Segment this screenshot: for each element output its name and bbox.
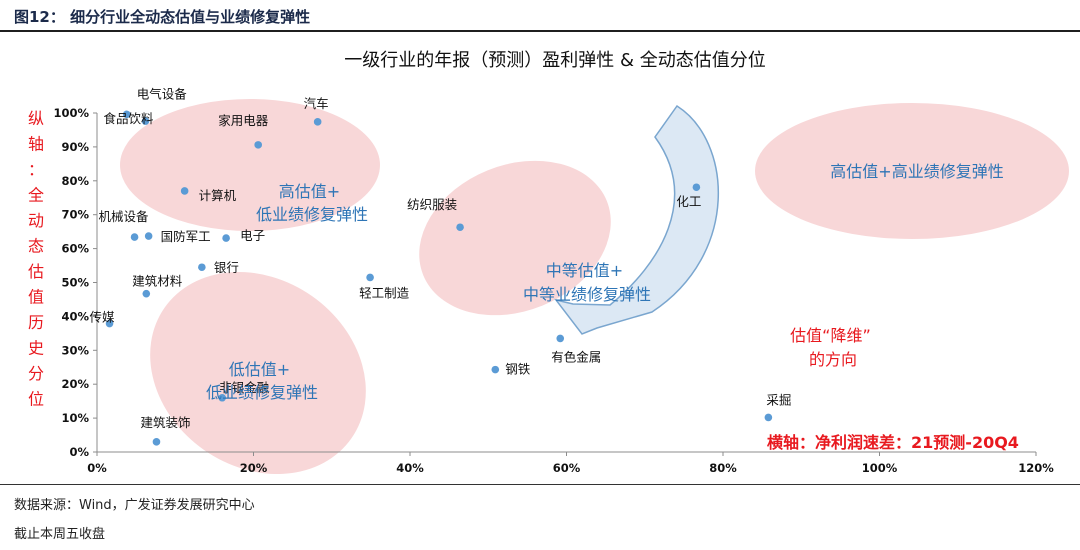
data-point	[130, 233, 139, 241]
x-axis-caption: 横轴：净利润速差：21预测-20Q4	[767, 433, 1019, 452]
data-point	[180, 187, 189, 195]
point-label: 食品饮料	[104, 111, 155, 126]
data-point	[254, 141, 262, 149]
high-elasticity-zone	[755, 103, 1069, 239]
y-tick-label: 30%	[61, 343, 89, 357]
point-label: 纺织服装	[407, 197, 457, 212]
data-point	[152, 438, 161, 446]
bottom-rule	[0, 484, 1080, 485]
source-note: 数据来源：Wind，广发证券发展研究中心	[14, 498, 255, 513]
point-label: 轻工制造	[359, 285, 410, 300]
low-valuation-zone	[150, 271, 366, 474]
point-label: 国防军工	[161, 229, 211, 244]
scatter-chart: 一级行业的年报（预测）盈利弹性 & 全动态估值分位 0% 20% 40% 60% 80%…	[28, 50, 1069, 474]
data-point	[144, 232, 153, 240]
point-label: 建筑装饰	[140, 415, 190, 430]
direction-note: 估值“降维” 的方向	[790, 326, 876, 369]
data-point	[456, 223, 464, 232]
point-label: 化工	[676, 194, 701, 209]
point-label: 汽车	[304, 96, 329, 111]
figure-header: 图12： 细分行业全动态估值与业绩修复弹性	[0, 0, 1080, 32]
y-tick-label: 10%	[61, 411, 89, 425]
data-point	[556, 334, 565, 343]
y-tick-label: 20%	[61, 377, 89, 391]
y-tick-label: 100%	[53, 106, 89, 120]
point-label: 非银金融	[219, 380, 270, 395]
low-zone-label: 低估值+ 低业绩修复弹性	[206, 360, 318, 402]
point-label: 计算机	[199, 188, 237, 203]
x-tick-label: 100%	[862, 461, 898, 474]
data-point	[218, 393, 226, 402]
data-point	[313, 118, 322, 126]
high-valuation-zone	[120, 99, 380, 231]
x-tick-label: 80%	[709, 461, 737, 474]
figure-title: 图12： 细分行业全动态估值与业绩修复弹性	[14, 8, 311, 26]
point-label: 家用电器	[218, 113, 269, 128]
y-tick-label: 70%	[61, 208, 89, 222]
chart-title: 一级行业的年报（预测）盈利弹性 & 全动态估值分位	[344, 50, 765, 71]
y-tick-label: 40%	[61, 309, 89, 323]
mid-zone-label: 中等估值+ 中等业绩修复弹性	[523, 261, 651, 304]
x-tick-label: 20%	[240, 461, 268, 474]
y-tick-label: 90%	[61, 140, 89, 154]
x-tick-label: 120%	[1018, 461, 1054, 474]
point-label: 传媒	[90, 310, 116, 325]
cutoff-note: 截止本周五收盘	[14, 527, 106, 542]
high-zone-label: 高估值+ 低业绩修复弹性	[256, 182, 368, 224]
point-label: 建筑材料	[132, 274, 183, 289]
data-point	[141, 117, 150, 125]
downgrade-direction-arrow	[554, 104, 720, 335]
point-label: 银行	[214, 260, 239, 275]
data-point	[764, 413, 773, 422]
y-tick-label: 60%	[61, 242, 89, 256]
data-point	[142, 289, 151, 298]
data-point	[122, 110, 131, 119]
axes: 0% 20% 40% 60% 80% 100% 120% 0% 10% 20% 30% 40% 50% 6…	[53, 106, 1054, 474]
mid-valuation-zone	[419, 160, 611, 316]
y-axis-caption: 纵轴：全动态估值历史分位	[28, 109, 44, 409]
y-tick-label: 0%	[69, 445, 89, 459]
data-point	[491, 365, 500, 374]
point-label: 采掘	[766, 392, 791, 407]
point-label: 机械设备	[99, 209, 150, 224]
x-tick-label: 0%	[87, 461, 107, 474]
x-tick-label: 40%	[396, 461, 424, 474]
point-label: 电子	[240, 228, 265, 243]
data-point	[198, 263, 206, 272]
y-tick-label: 80%	[61, 174, 89, 188]
point-label: 有色金属	[551, 349, 601, 364]
data-point	[105, 319, 114, 328]
data-point	[366, 273, 374, 282]
x-tick-label: 60%	[553, 461, 581, 474]
point-label: 电气设备	[137, 86, 188, 101]
data-point	[222, 234, 230, 242]
top-right-zone-label: 高估值+高业绩修复弹性	[830, 162, 1003, 181]
y-tick-label: 50%	[61, 276, 89, 290]
point-label: 钢铁	[505, 362, 531, 377]
data-point	[692, 183, 701, 192]
